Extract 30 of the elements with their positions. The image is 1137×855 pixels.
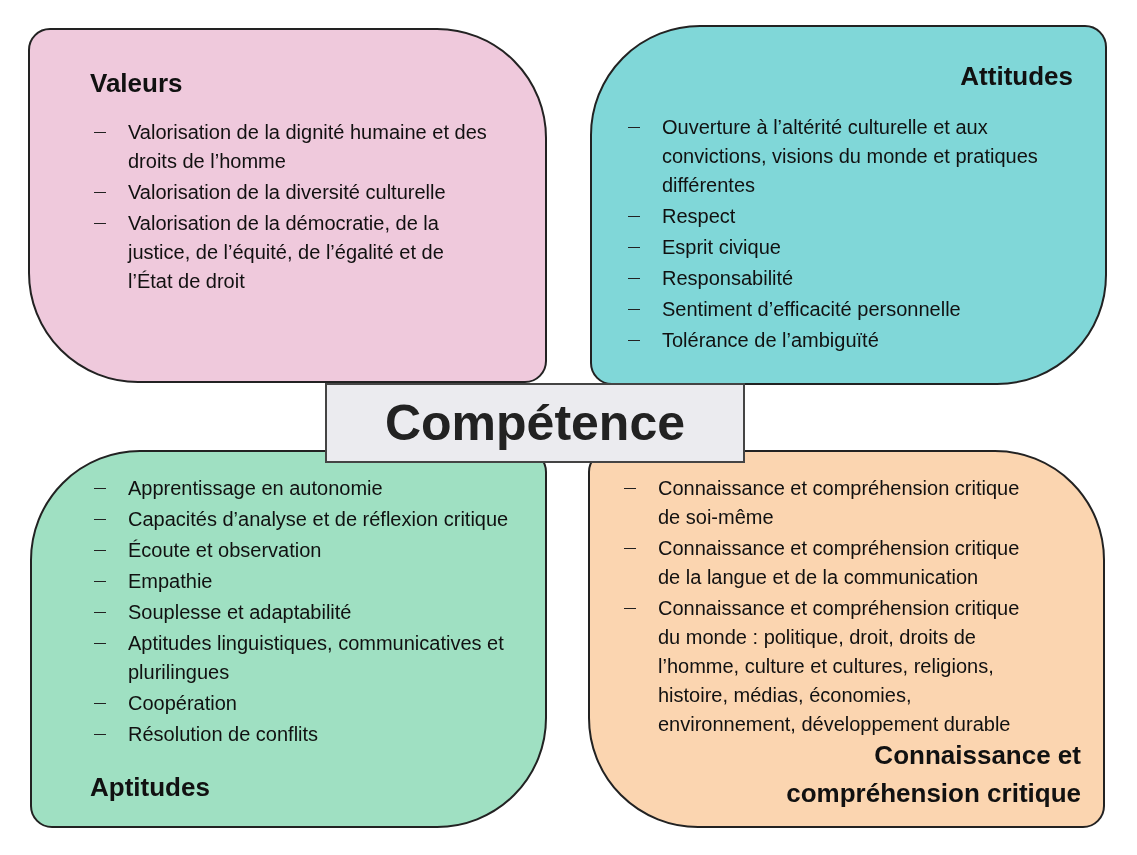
title-box [325,383,745,463]
quadrant-panel [30,450,547,828]
list-item: Connaissance et compréhension critique du monde : politique, droit, droits de l’homme, culture et cultures, religions, histoire, médias, économies, environnement, développement durable [658,596,1021,737]
quadrant-panel [28,28,547,383]
quadrant-panel [588,450,1105,828]
list-item: Écoute et observation [128,538,322,563]
heading: Attitudes [960,60,1073,93]
list-item: Respect [662,204,736,229]
list-item: Capacités d’analyse et de réflexion critique [128,507,509,532]
list-item: Connaissance et compréhension critique de soi-même [658,476,1021,530]
list-item: Sentiment d’efficacité personnelle [662,297,961,322]
list-item: Valorisation de la démocratie, de la justice, de l’équité, de l’égalité et de l’État de droit [128,211,445,294]
list-item: Valorisation de la dignité humaine et des droits de l’homme [128,120,488,174]
list-item: Résolution de conflits [128,722,319,747]
list-item: Aptitudes linguistiques, communicatives et plurilingues [128,631,505,685]
title-text: Compétence [384,394,686,452]
heading: Aptitudes [90,771,210,804]
list-item: Valorisation de la diversité culturelle [128,180,446,205]
list-item: Souplesse et adaptabilité [128,600,352,625]
list-item: Responsabilité [662,266,794,291]
list-item: Connaissance et compréhension critique de la langue et de la communication [658,536,1021,590]
list-item: Coopération [128,691,237,716]
heading: Valeurs [90,67,183,100]
list-item: Empathie [128,569,213,594]
list-item: Esprit civique [662,235,781,260]
list-item: Apprentissage en autonomie [128,476,383,501]
list-item: Ouverture à l’altérité culturelle et aux convictions, visions du monde et pratiques différentes [662,115,1039,198]
quadrant-panel [590,25,1107,385]
list-item: Tolérance de l’ambiguïté [662,328,879,353]
heading: Connaissance et compréhension critique [785,739,1081,810]
